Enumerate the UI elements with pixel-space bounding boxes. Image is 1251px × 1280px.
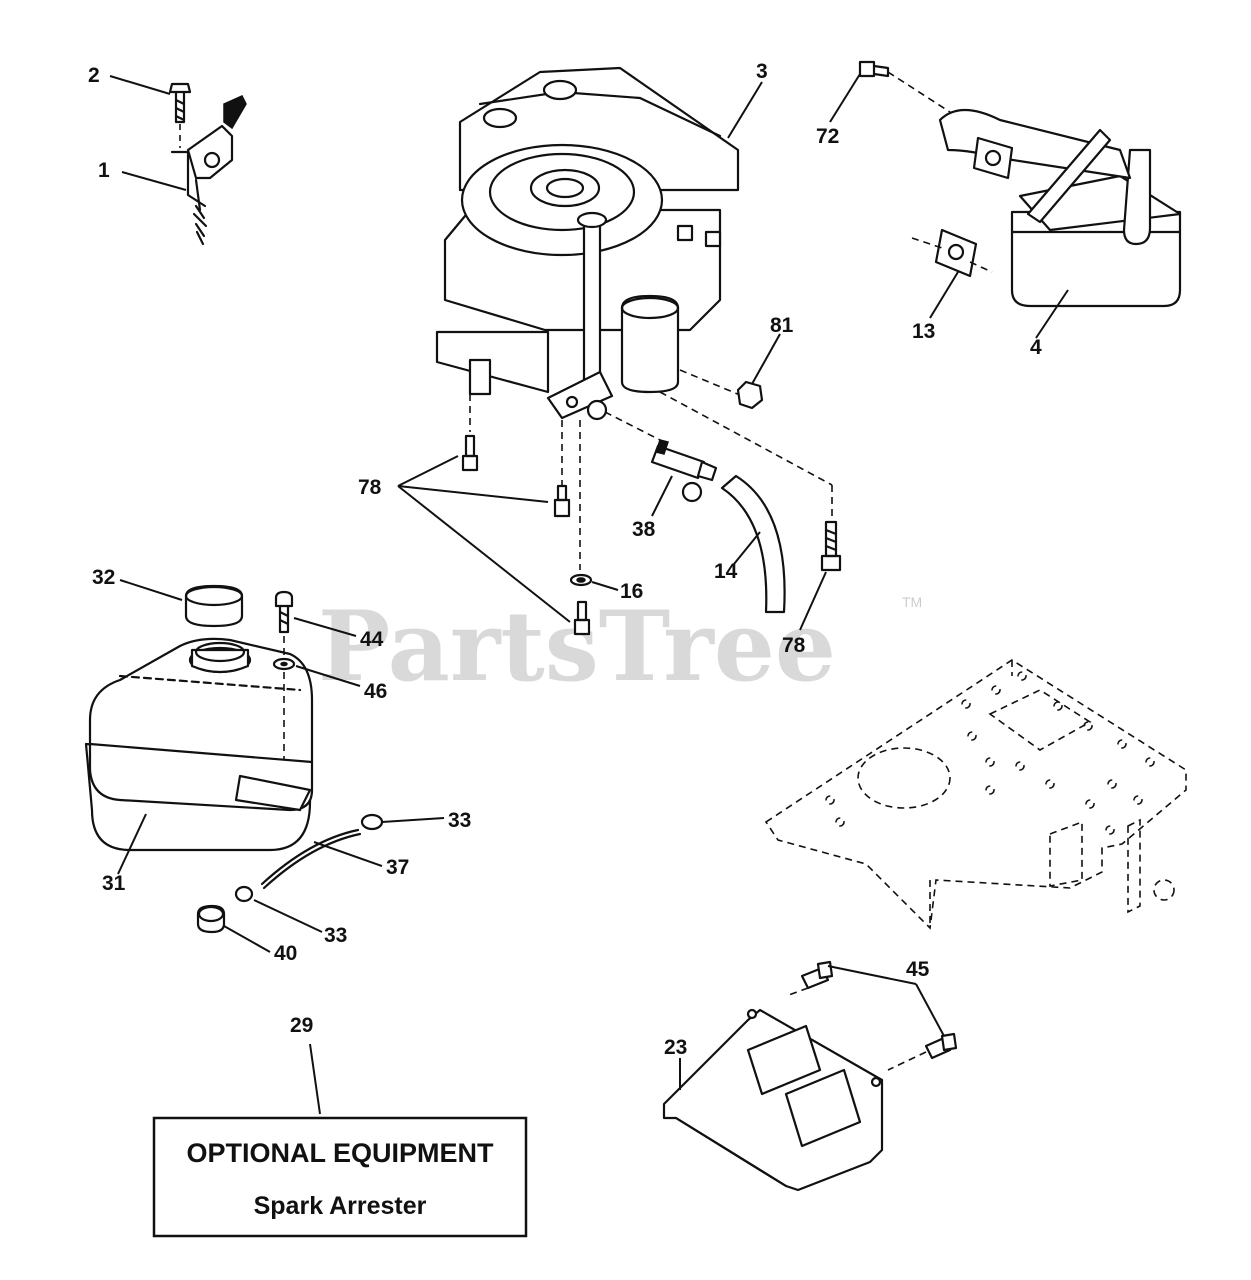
callout-14: 14 [714,560,738,583]
muffler-part [858,60,1182,308]
callout-72: 72 [816,125,839,148]
callout-31: 31 [102,872,126,895]
callout-3: 3 [756,60,768,83]
fuel-line-part [196,813,384,934]
washer-part [569,573,593,587]
callout-44: 44 [360,628,384,651]
fuel-tank-screw-part [272,590,296,760]
callout-2: 2 [88,64,100,87]
fuel-cap-part [184,584,244,628]
chassis-frame-part [764,659,1187,930]
callout-13: 13 [912,320,935,343]
callout-labels: 2 1 3 72 13 4 81 78 38 14 16 78 32 44 46… [88,60,1042,1059]
callout-45: 45 [906,958,930,981]
callout-4: 4 [1030,336,1042,359]
callout-32: 32 [92,566,115,589]
heat-shield-part [662,1008,884,1192]
engine-part [435,66,833,570]
chassis-holes [825,671,1155,835]
throttle-control-part [168,82,247,246]
callout-46: 46 [364,680,387,703]
fuel-tank-part [84,637,314,852]
callout-38: 38 [632,518,656,541]
callout-78-engine-bolts: 78 [358,476,382,499]
optional-equipment-box: OPTIONAL EQUIPMENT Spark Arrester [152,1116,528,1238]
watermark-trademark: TM [902,594,922,610]
leader-lines [109,73,1069,1115]
drain-hose-part [720,474,786,614]
drain-valve-part [650,439,718,503]
callout-78-bolt: 78 [782,634,806,657]
callout-33-lower: 33 [324,924,347,947]
optional-equipment-title: OPTIONAL EQUIPMENT [186,1138,494,1168]
callout-40: 40 [274,942,297,965]
callout-29: 29 [290,1014,313,1037]
callout-1: 1 [98,159,110,182]
callout-37: 37 [386,856,409,879]
engine-bolt-part [461,434,842,636]
callout-23: 23 [664,1036,687,1059]
callout-16: 16 [620,580,643,603]
callout-81: 81 [770,314,794,337]
callout-33-upper: 33 [448,809,471,832]
optional-equipment-item: Spark Arrester [254,1192,427,1220]
nut-part [736,380,764,410]
